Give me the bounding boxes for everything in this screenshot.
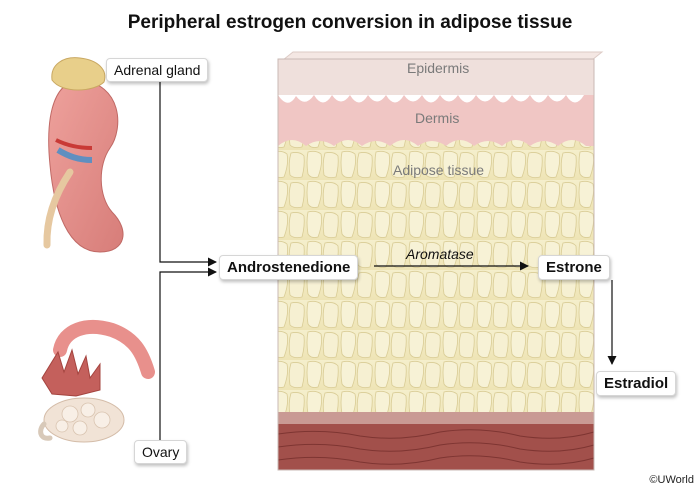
estrone-label: Estrone: [538, 255, 610, 280]
fascia-layer: [278, 412, 594, 424]
fimbriae: [41, 348, 101, 397]
ovary-connector: [159, 267, 217, 440]
adrenal-gland: [51, 57, 106, 91]
adrenal-gland-label: Adrenal gland: [106, 58, 209, 82]
ovarian-ligament: [38, 421, 53, 441]
estradiol-label: Estradiol: [596, 371, 677, 396]
epidermis-layer: [278, 59, 594, 95]
adipose-tissue-label: Adipose tissue: [393, 162, 485, 178]
muscle-layer: [278, 424, 594, 470]
kidney-illustration: [43, 57, 124, 253]
adrenal-connector: [159, 80, 217, 267]
kidney: [48, 79, 124, 253]
muscle-fibers: [277, 429, 595, 465]
page-title: Peripheral estrogen conversion in adipos…: [127, 12, 573, 33]
epidermis-label: Epidermis: [407, 60, 470, 76]
androstenedione-label: Androstenedione: [219, 255, 359, 280]
tissue-block: [277, 51, 604, 471]
renal-vein: [56, 147, 93, 163]
dermis-label: Dermis: [415, 110, 460, 126]
ovarian-follicles: [55, 402, 111, 436]
ureter: [43, 168, 74, 249]
ovary-illustration: [38, 319, 155, 443]
dermis-layer: [278, 95, 594, 146]
pathway-arrows: [159, 80, 617, 440]
ovary-label: Ovary: [134, 440, 188, 464]
renal-artery: [55, 138, 93, 150]
copyright-credit: ©UWorld: [649, 474, 694, 486]
fallopian-tube: [53, 319, 155, 379]
adipose-layer: [278, 140, 594, 412]
aromatase-label: Aromatase: [406, 246, 474, 262]
